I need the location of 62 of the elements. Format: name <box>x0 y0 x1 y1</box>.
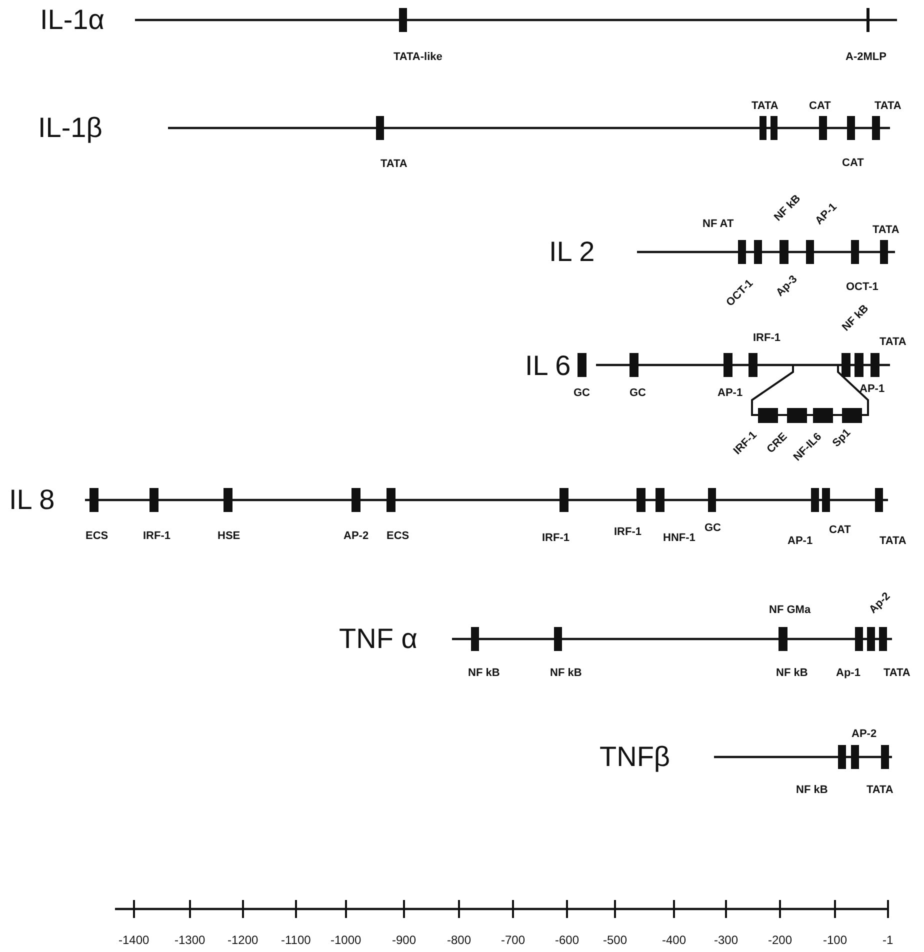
data-label: TATA-like <box>394 52 442 62</box>
data-label: IRF-1 <box>753 332 780 344</box>
axis-tick-label: -400 <box>662 934 686 946</box>
data-label: HNF-1 <box>663 532 696 544</box>
data-label: TATA <box>880 336 906 348</box>
axis-tick-label: -600 <box>555 934 580 946</box>
data-label: HSE <box>218 530 240 542</box>
data-label: TATA <box>874 100 902 112</box>
data-label: AP-1 <box>860 384 885 394</box>
data-label: AP-1 <box>788 536 813 546</box>
data-label: GC <box>630 388 646 398</box>
axis-tick-label: -1 <box>882 934 894 946</box>
gene-name: IL 6 <box>525 352 571 380</box>
data-label: GC <box>574 388 590 398</box>
data-label: NF kB <box>468 668 500 678</box>
data-label: ECS <box>386 530 410 542</box>
axis-tick-label: -100 <box>823 934 848 946</box>
axis-tick-label: -1400 <box>118 934 150 946</box>
data-label: NF AT <box>702 218 734 230</box>
data-label: ECS <box>86 530 108 542</box>
data-label: IRF-1 <box>143 530 170 542</box>
data-label: AP-2 <box>852 728 877 740</box>
data-label: NF kB <box>840 302 872 334</box>
data-label: TATA <box>380 158 408 170</box>
gene-name: IL-1β <box>38 114 102 142</box>
data-label: IRF-1 <box>614 526 642 538</box>
axis-tick-label: -300 <box>714 934 738 946</box>
axis-tick-label: -200 <box>768 934 792 946</box>
gene-name: IL 2 <box>549 238 595 266</box>
data-label: NF kB <box>772 192 804 224</box>
gene-name: TNFβ <box>600 743 670 771</box>
data-label: NF GMa <box>769 604 811 616</box>
axis-tick-label: -1000 <box>330 934 362 946</box>
axis-tick-label: -1200 <box>228 934 258 946</box>
axis-tick-label: -1300 <box>174 934 206 946</box>
data-label: TATA <box>884 668 910 678</box>
data-label: NF kB <box>550 668 582 678</box>
axis-tick-label: -800 <box>447 934 472 946</box>
data-label: CAT <box>809 100 831 112</box>
data-label: CAT <box>829 524 851 536</box>
data-label: Sp1 <box>831 426 854 450</box>
data-label: NF kB <box>776 668 808 678</box>
axis-tick-label: -1100 <box>281 934 311 946</box>
data-label: AP-1 <box>718 388 743 398</box>
data-label: AP-2 <box>344 530 369 542</box>
gene-name: IL-1α <box>40 6 104 34</box>
gene-name: TNF α <box>339 625 418 653</box>
data-label: TATA <box>752 100 778 112</box>
data-label: Ap-1 <box>836 668 860 678</box>
data-label: A-2MLP <box>846 52 886 62</box>
data-label: NF kB <box>796 784 828 796</box>
data-label: TATA <box>872 224 900 236</box>
data-label: OCT-1 <box>846 282 878 292</box>
data-label: GC <box>704 522 721 534</box>
data-label: CAT <box>842 158 864 168</box>
axis-tick-label: -500 <box>603 934 628 946</box>
data-label: IRF-1 <box>542 532 570 544</box>
data-label: TATA <box>880 536 906 546</box>
axis-tick-label: -900 <box>392 934 416 946</box>
data-label: TATA <box>866 784 894 796</box>
axis-tick-label: -700 <box>501 934 526 946</box>
gene-name: IL 8 <box>9 486 55 514</box>
